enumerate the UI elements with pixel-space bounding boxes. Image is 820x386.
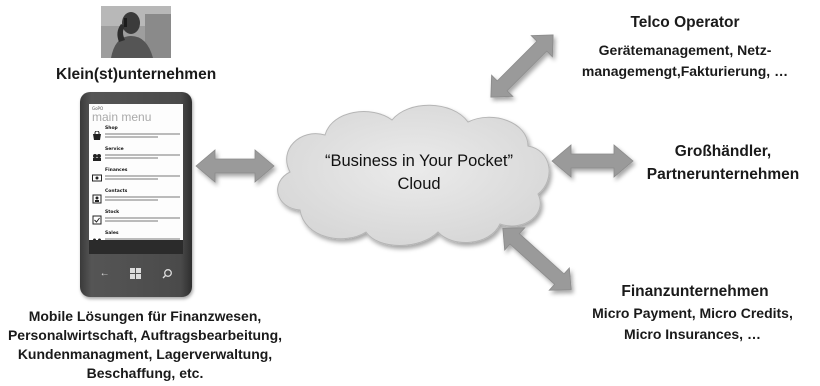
menu-item[interactable]: Shop bbox=[92, 126, 180, 145]
menu-item-icon bbox=[92, 210, 102, 225]
menu-item[interactable]: Service bbox=[92, 147, 180, 166]
menu-item-icon bbox=[92, 168, 102, 182]
wholesale-title-line: Partnerunternehmen bbox=[646, 166, 800, 183]
description-line: managemengt,Fakturierung, … bbox=[581, 63, 789, 79]
telco-description: Gerätemanagement, Netz- managemengt,Fakt… bbox=[560, 40, 810, 82]
menu-item-description bbox=[105, 132, 180, 135]
menu-item[interactable]: Finances bbox=[92, 168, 180, 187]
back-icon[interactable]: ← bbox=[99, 268, 110, 279]
arrow-cloud-wholesale bbox=[551, 144, 634, 178]
arrow-cloud-telco bbox=[490, 34, 554, 98]
arrow-cloud-finance bbox=[502, 227, 572, 291]
menu-item-icon bbox=[92, 147, 102, 161]
menu-item-description bbox=[105, 174, 180, 177]
wholesale-title-line: Großhändler, bbox=[674, 143, 772, 160]
search-icon[interactable] bbox=[161, 268, 173, 280]
menu-item-icon bbox=[92, 126, 102, 140]
finance-title: Finanzunternehmen bbox=[621, 283, 769, 300]
menu-item-description bbox=[105, 136, 158, 138]
description-line: Micro Payment, Micro Credits, bbox=[592, 305, 793, 321]
cloud-title: “Business in Your Pocket” bbox=[324, 152, 514, 170]
menu-item-description bbox=[105, 157, 158, 159]
menu-item-description bbox=[105, 153, 180, 156]
menu-item-description bbox=[105, 237, 180, 240]
hardware-buttons: ← bbox=[89, 264, 183, 284]
menu-item-label: Finances bbox=[105, 168, 128, 173]
app-name: GoPO bbox=[92, 106, 104, 111]
description-line: Personalwirtschaft, Auftragsbearbeitung, bbox=[7, 327, 283, 343]
menu-item-label: Shop bbox=[105, 126, 118, 131]
menu-item-label: Service bbox=[105, 147, 124, 152]
menu-item-label: Stock bbox=[105, 210, 120, 215]
description-line: Micro Insurances, … bbox=[624, 326, 761, 342]
menu-item-description bbox=[105, 199, 158, 201]
screen-bottom-bar bbox=[89, 240, 183, 254]
small-business-title: Klein(st)unternehmen bbox=[56, 66, 217, 83]
menu-item-description bbox=[105, 195, 180, 198]
menu-item-label: Sales bbox=[105, 231, 119, 236]
menu-item-description bbox=[105, 178, 158, 180]
finance-description: Micro Payment, Micro Credits, Micro Insu… bbox=[565, 303, 820, 345]
menu-item-label: Contacts bbox=[105, 189, 128, 194]
cloud-subtitle: Cloud bbox=[397, 175, 441, 193]
description-line: Beschaffung, etc. bbox=[86, 365, 204, 381]
windows-icon[interactable] bbox=[130, 268, 142, 280]
cloud-shape bbox=[277, 104, 550, 246]
screen-title: main menu bbox=[92, 110, 152, 124]
description-line: Gerätemanagement, Netz- bbox=[598, 42, 772, 58]
person-photo bbox=[101, 6, 171, 58]
cloud-label: “Business in Your Pocket” Cloud bbox=[310, 150, 528, 196]
small-business-description: Mobile Lösungen für Finanzwesen, Persona… bbox=[0, 307, 290, 383]
menu-item-description bbox=[105, 220, 158, 222]
menu-item-description bbox=[105, 216, 180, 219]
description-line: Kundenmanagment, Lagerverwaltung, bbox=[17, 346, 273, 362]
menu-item[interactable]: Contacts bbox=[92, 189, 180, 208]
telco-title: Telco Operator bbox=[630, 14, 740, 31]
arrow-phone-cloud bbox=[195, 149, 275, 183]
menu-item-icon bbox=[92, 189, 102, 204]
menu-item[interactable]: Stock bbox=[92, 210, 180, 229]
description-line: Mobile Lösungen für Finanzwesen, bbox=[28, 308, 262, 324]
wholesale-title: Großhändler, Partnerunternehmen bbox=[628, 140, 818, 186]
